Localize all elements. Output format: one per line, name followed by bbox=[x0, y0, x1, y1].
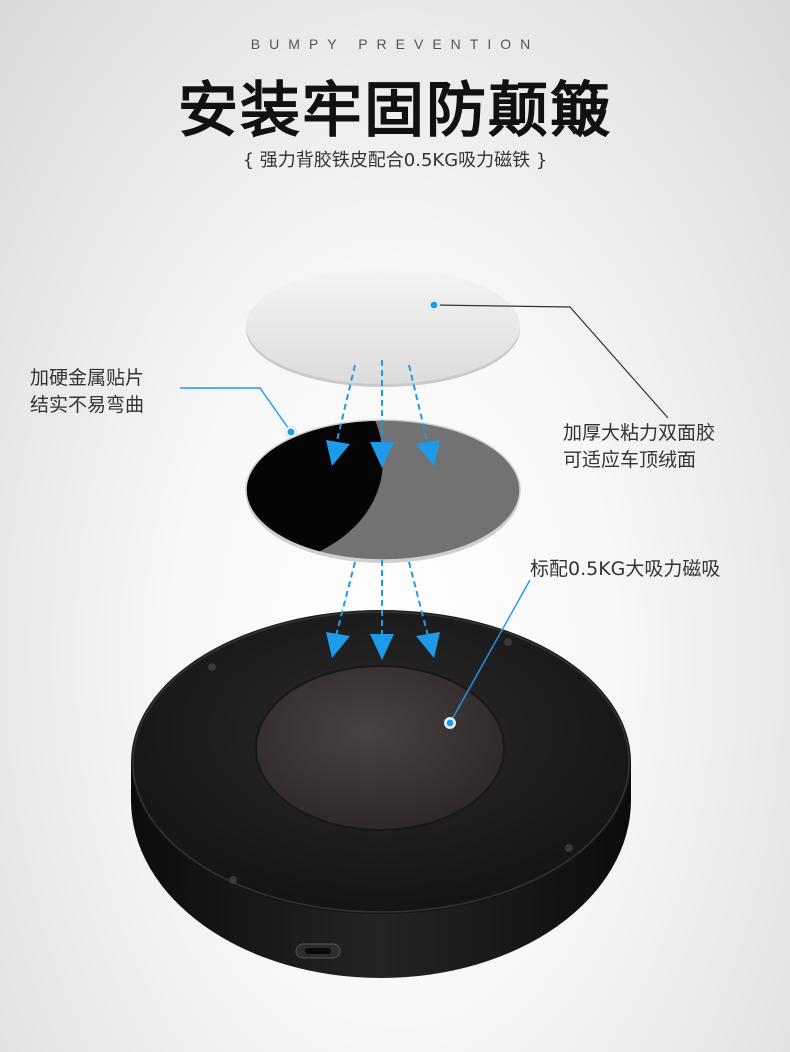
screw-icon bbox=[208, 663, 216, 671]
down-arrow-icon bbox=[326, 440, 350, 466]
callout-label-magnet: 标配0.5KG大吸力磁吸 bbox=[530, 556, 720, 583]
adhesive-disc bbox=[246, 268, 520, 387]
arrow-group-upper bbox=[335, 360, 429, 446]
down-arrow-icon bbox=[370, 442, 394, 468]
arrow-group-lower bbox=[335, 560, 429, 637]
usb-port-icon bbox=[295, 943, 341, 959]
callout-line-1: 加厚大粘力双面胶 bbox=[563, 422, 716, 444]
magnet-pad bbox=[256, 666, 504, 830]
screw-icon bbox=[229, 876, 237, 884]
callout-adhesive bbox=[428, 299, 669, 419]
callout-label-metal-plate: 加硬金属贴片 结实不易弯曲 bbox=[30, 365, 144, 419]
eyebrow-text: BUMPY PREVENTION bbox=[250, 36, 540, 52]
down-arrow-icon bbox=[416, 440, 440, 466]
page-subtitle: { 强力背胶铁皮配合0.5KG吸力磁铁 } bbox=[242, 150, 548, 171]
callout-metal-plate bbox=[180, 387, 297, 438]
callout-line-1: 加硬金属贴片 bbox=[30, 367, 145, 389]
down-arrow-icon bbox=[326, 632, 350, 658]
callout-line-2: 结实不易弯曲 bbox=[30, 394, 145, 416]
down-arrow-icon bbox=[416, 632, 440, 658]
screw-icon bbox=[565, 844, 573, 852]
down-arrow-icon bbox=[370, 634, 394, 660]
callout-magnet bbox=[444, 579, 531, 729]
metal-plate-disc bbox=[245, 419, 521, 563]
callout-line-2: 可适应车顶绒面 bbox=[563, 449, 697, 471]
callout-line-1: 标配0.5KG大吸力磁吸 bbox=[530, 558, 721, 580]
screw-icon bbox=[504, 638, 512, 646]
magnetic-base-device bbox=[131, 610, 631, 978]
callout-label-adhesive: 加厚大粘力双面胶 可适应车顶绒面 bbox=[563, 420, 715, 474]
page-title: 安装牢固防颠簸 bbox=[178, 76, 612, 146]
